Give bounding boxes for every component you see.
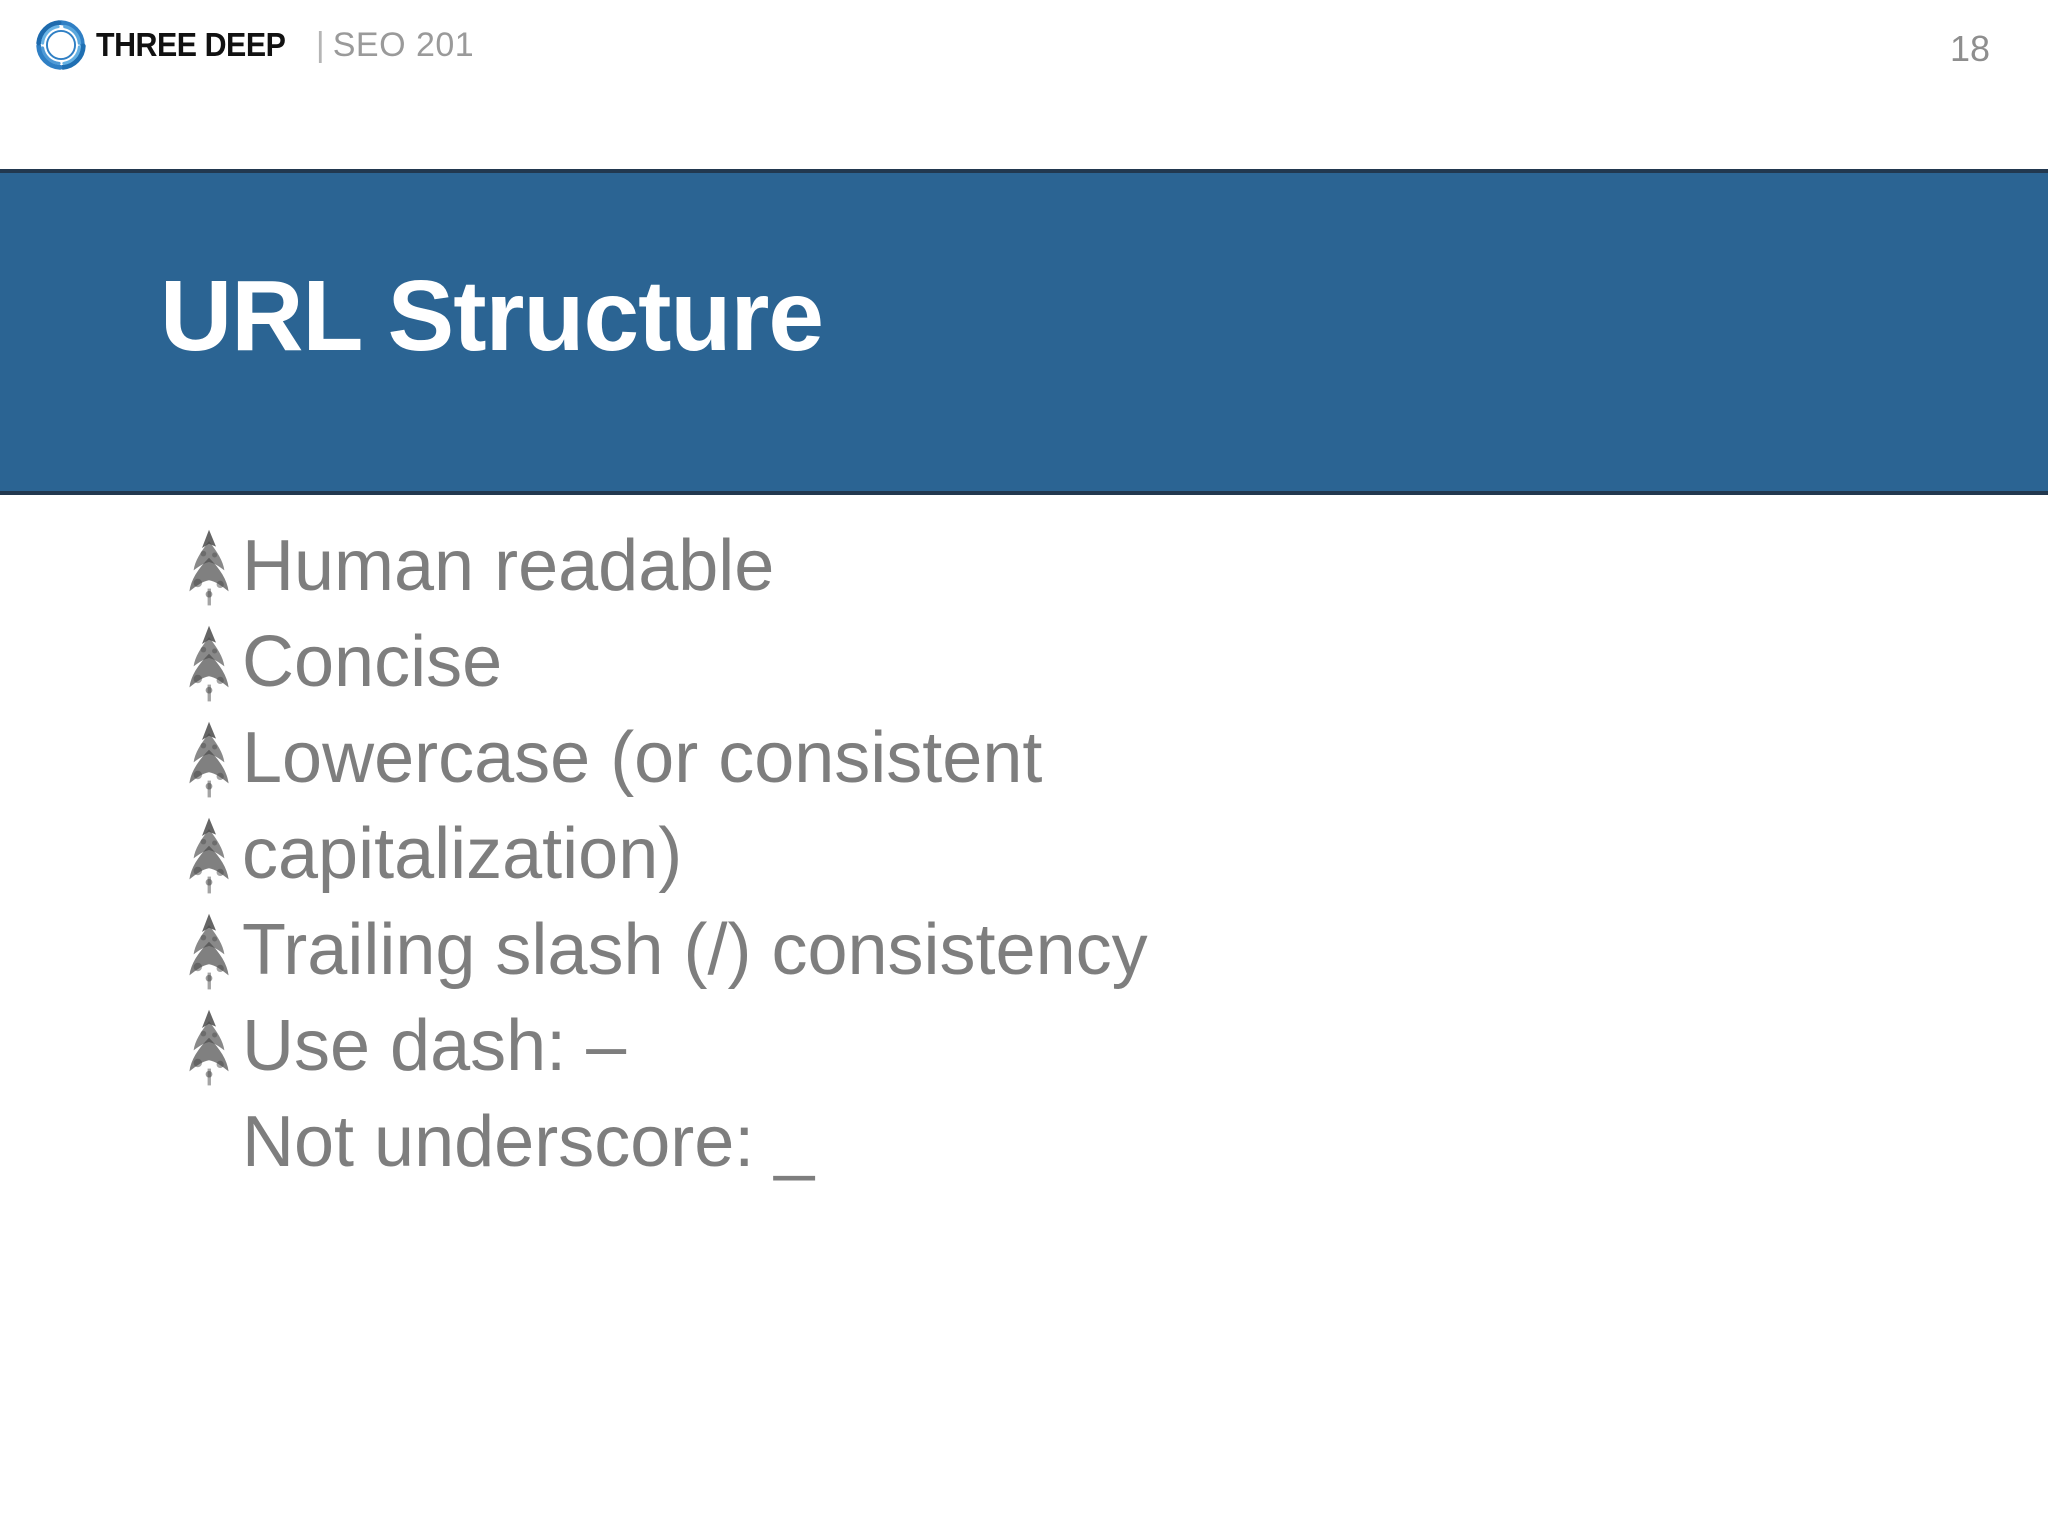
list-item: Trailing slash (/) consistency (176, 904, 1936, 1000)
page-title: URL Structure (160, 259, 824, 372)
list-item: Concise (176, 616, 1936, 712)
ornamental-leaf-bullet-icon (176, 712, 242, 808)
ornamental-leaf-bullet-icon (176, 1000, 242, 1096)
list-item: Not underscore: _ (176, 1096, 1936, 1192)
brand-divider: | (315, 26, 325, 64)
list-item-label: Lowercase (or consistent (242, 718, 1043, 798)
slide-header: THREE DEEP | SEO 201 18 (0, 0, 2048, 169)
list-item-label: Not underscore: _ (242, 1102, 815, 1182)
ornamental-leaf-bullet-icon (176, 616, 242, 712)
title-band: URL Structure (0, 169, 2048, 495)
three-deep-swirl-logo-icon (30, 14, 92, 76)
list-item-label: Human readable (242, 526, 775, 606)
list-item: capitalization) (176, 808, 1936, 904)
ornamental-leaf-bullet-icon (176, 904, 242, 1000)
list-item-label: Use dash: – (242, 1006, 627, 1086)
brand-wordmark: THREE DEEP (96, 26, 286, 63)
bullet-list: Human readable (176, 520, 1936, 1192)
list-item-label: Trailing slash (/) consistency (242, 910, 1148, 990)
ornamental-leaf-bullet-icon (176, 808, 242, 904)
ornamental-leaf-bullet-icon (176, 520, 242, 616)
list-item: Use dash: – (176, 1000, 1936, 1096)
list-item-label: capitalization) (242, 814, 683, 894)
course-label: SEO 201 (332, 25, 475, 64)
page-number: 18 (1949, 28, 1990, 69)
brand-lockup: THREE DEEP | SEO 201 (30, 14, 474, 76)
list-item: Human readable (176, 520, 1936, 616)
list-item: Lowercase (or consistent (176, 712, 1936, 808)
list-item-label: Concise (242, 622, 503, 702)
